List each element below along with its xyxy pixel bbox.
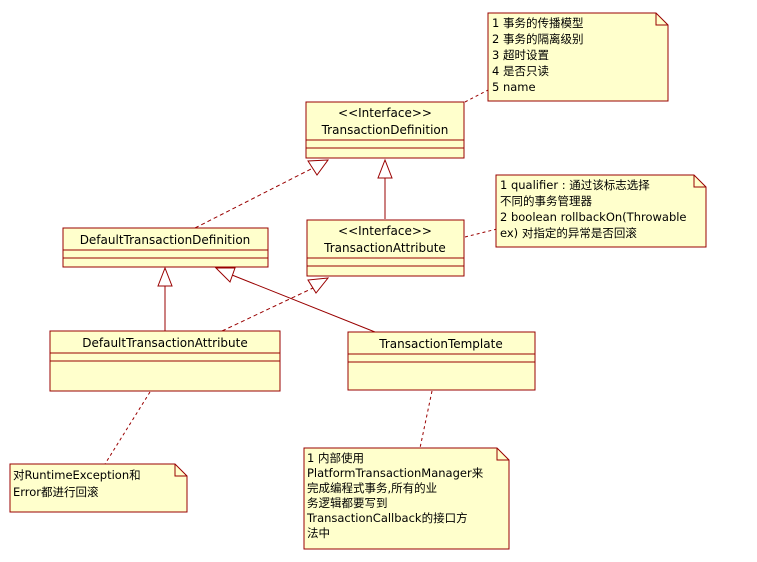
note-line: 4 是否只读 xyxy=(492,64,549,78)
generalization-line-template xyxy=(231,274,376,333)
class-transaction-template[interactable]: TransactionTemplate xyxy=(347,331,536,391)
note-line: TransactionCallback的接口方 xyxy=(306,511,468,525)
class-stereotype: <<Interface>> xyxy=(338,106,432,120)
class-name: TransactionDefinition xyxy=(321,123,449,137)
class-name: TransactionTemplate xyxy=(378,337,502,351)
class-transaction-attribute[interactable]: <<Interface>> TransactionAttribute xyxy=(306,219,465,277)
class-name: DefaultTransactionDefinition xyxy=(80,233,251,247)
note-line: ex) 对指定的异常是否回滚 xyxy=(500,226,637,240)
generalization-arrowhead-default-attribute xyxy=(157,266,173,287)
note-line: 1 内部使用 xyxy=(307,451,364,465)
note-anchor-definition xyxy=(464,88,491,103)
note-line: Error都进行回滚 xyxy=(13,485,99,499)
note-definition: 1 事务的传播模型 2 事务的隔离级别 3 超时设置 4 是否只读 5 name xyxy=(487,12,669,102)
realization-arrowhead-default-definition xyxy=(307,159,330,176)
note-template: 1 内部使用 PlatformTransactionManager来 完成编程式… xyxy=(303,447,510,550)
class-default-transaction-attribute[interactable]: DefaultTransactionAttribute xyxy=(49,330,281,392)
note-line: 不同的事务管理器 xyxy=(500,194,592,208)
realization-line-default-attribute xyxy=(221,287,314,332)
realization-line-default-definition xyxy=(194,167,314,229)
note-line: 2 事务的隔离级别 xyxy=(492,32,583,46)
note-anchor-attribute xyxy=(464,228,498,238)
note-line: 对RuntimeException和 xyxy=(13,468,141,482)
generalization-arrowhead-attribute xyxy=(377,158,393,179)
class-name: DefaultTransactionAttribute xyxy=(82,336,247,350)
class-name: TransactionAttribute xyxy=(323,241,446,255)
note-default-attribute: 对RuntimeException和 Error都进行回滚 xyxy=(9,463,188,513)
class-default-transaction-definition[interactable]: DefaultTransactionDefinition xyxy=(62,227,269,268)
note-line: 1 qualifier : 通过该标志选择 xyxy=(500,178,650,192)
note-line: 法中 xyxy=(307,526,330,540)
class-stereotype: <<Interface>> xyxy=(338,224,432,238)
note-line: 2 boolean rollbackOn(Throwable xyxy=(500,210,687,224)
note-anchor-template xyxy=(419,390,433,449)
note-line: 务逻辑都要写到 xyxy=(307,496,388,510)
note-line: 3 超时设置 xyxy=(492,48,549,62)
class-transaction-definition[interactable]: <<Interface>> TransactionDefinition xyxy=(305,101,465,159)
note-attribute: 1 qualifier : 通过该标志选择 不同的事务管理器 2 boolean… xyxy=(495,174,707,248)
note-line: 5 name xyxy=(492,80,536,94)
note-anchor-default-attribute xyxy=(104,391,151,465)
generalization-arrowhead-template xyxy=(214,267,236,283)
relationships xyxy=(104,88,498,465)
note-line: 完成编程式事务,所有的业 xyxy=(307,481,437,495)
realization-arrowhead-default-attribute xyxy=(307,277,330,294)
note-line: PlatformTransactionManager来 xyxy=(307,466,484,480)
note-line: 1 事务的传播模型 xyxy=(492,16,583,30)
